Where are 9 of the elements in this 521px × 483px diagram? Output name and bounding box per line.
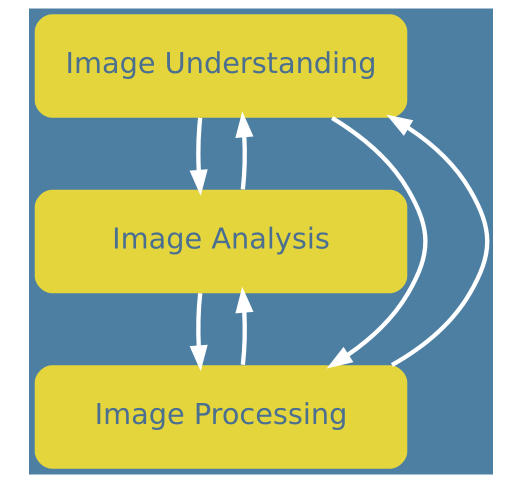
arrow <box>326 116 427 369</box>
node-box: Image Analysis <box>34 190 407 294</box>
node-box: Image Understanding <box>34 14 407 118</box>
arrow <box>234 111 253 190</box>
arrow <box>189 118 208 196</box>
node-box: Image Processing <box>34 365 407 469</box>
arrow <box>189 293 208 372</box>
arrow <box>234 286 253 366</box>
arrow <box>386 114 489 367</box>
